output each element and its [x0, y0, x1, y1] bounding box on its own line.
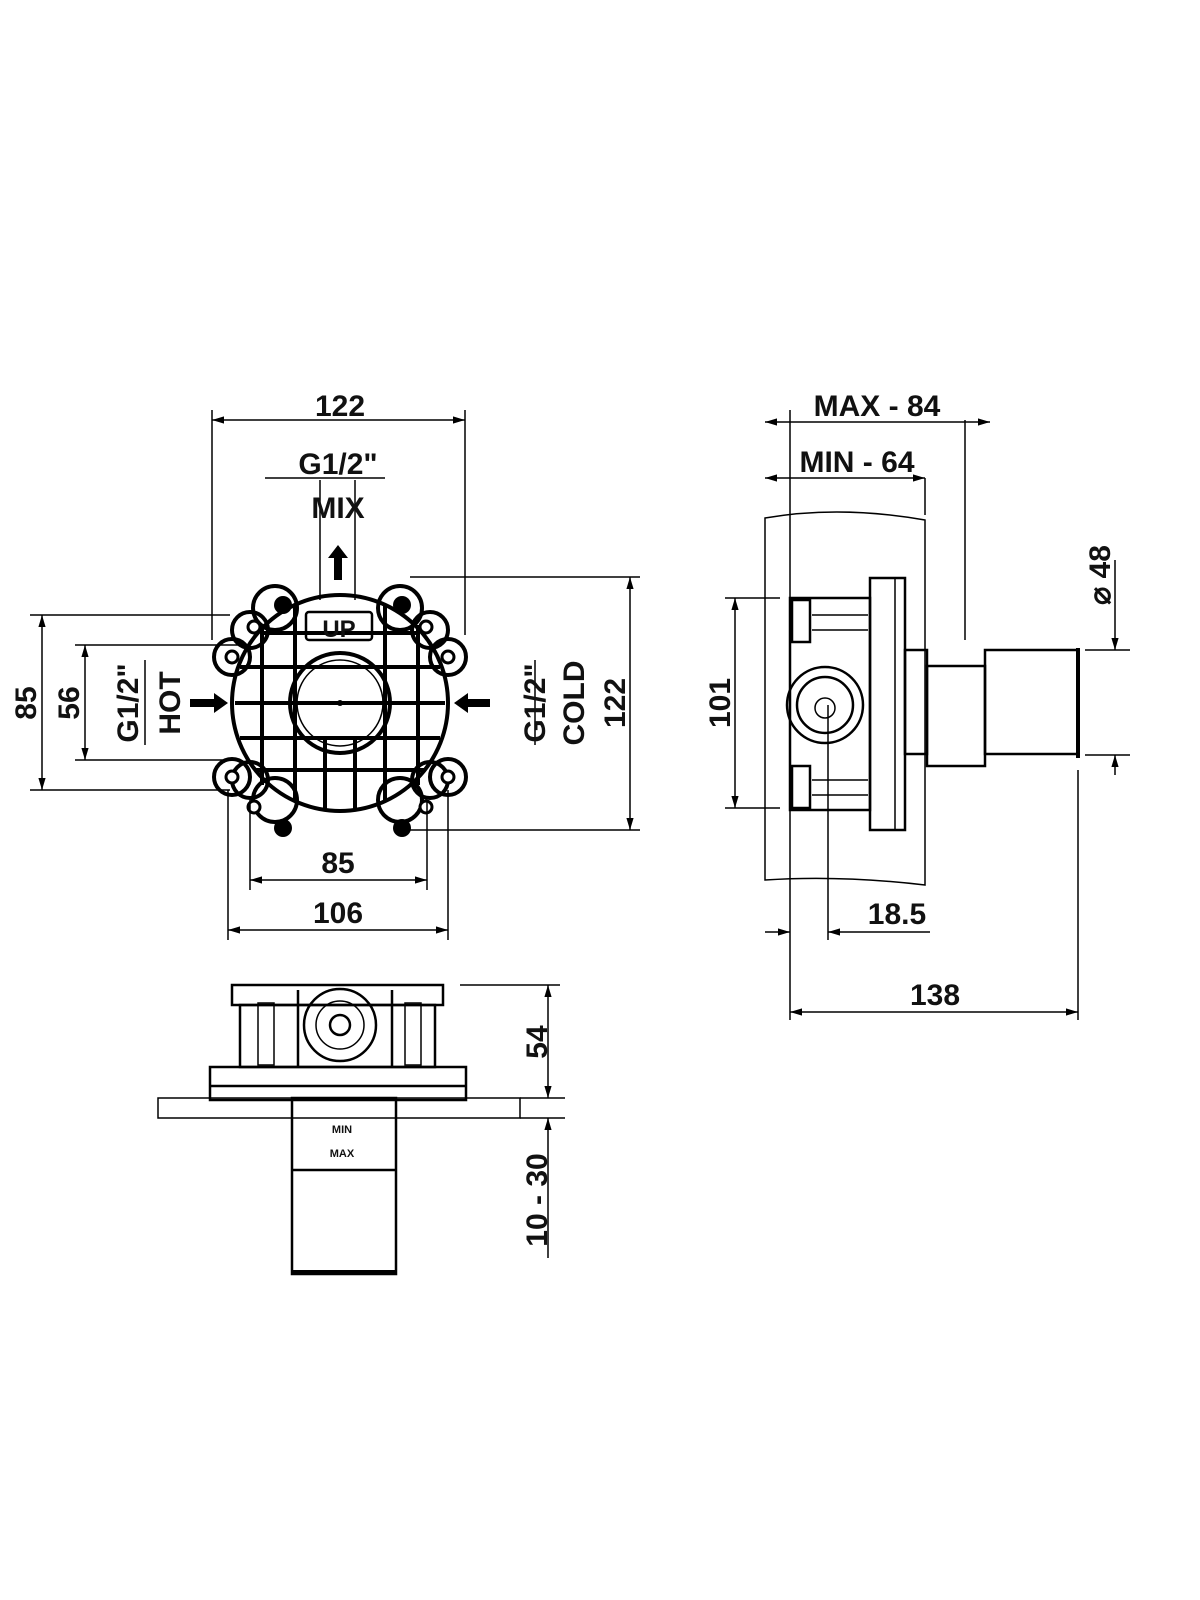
flange-holes: [274, 596, 411, 837]
total-length-label: 138: [910, 979, 960, 1012]
up-badge: [304, 610, 374, 642]
diameter-label: ⌀ 48: [1084, 545, 1117, 605]
min-depth-label: MIN - 64: [799, 446, 914, 479]
body-depth-label: 54: [521, 1025, 554, 1059]
cartridge-cover: [983, 648, 1080, 756]
cartridge-sleeve-side: [925, 664, 987, 768]
cold-label: COLD: [558, 661, 591, 746]
wall-range-label: 10 - 30: [521, 1153, 554, 1246]
cold-thread-label: G1/2": [519, 663, 552, 742]
cartridge-seat: [288, 651, 392, 755]
mounting-plate-side: [868, 576, 907, 832]
hot-arrow-icon: [190, 693, 228, 713]
side-view: MAX - 84 MIN - 64 ⌀ 48 101 18.5 138: [704, 390, 1130, 1020]
mix-label: MIX: [311, 492, 364, 525]
height-side-label: 101: [704, 678, 737, 728]
height-outer-left-label: 85: [10, 686, 43, 719]
mounting-plate: [208, 1065, 468, 1102]
max-mark-label: MAX: [330, 1148, 355, 1160]
front-view: UP 122 G1/2" MIX 85 56: [10, 390, 640, 940]
height-right-label: 122: [599, 678, 632, 728]
body-outline: [230, 593, 450, 813]
wall-section-side: [764, 511, 926, 886]
min-mark-label: MIN: [332, 1124, 352, 1136]
up-label: UP: [322, 616, 355, 643]
mix-arrow-icon: [328, 545, 348, 580]
height-inner-left-label: 56: [53, 686, 86, 719]
cold-arrow-icon: [454, 693, 490, 713]
width-bottom-outer-label: 106: [313, 897, 363, 930]
hot-thread-label: G1/2": [112, 663, 145, 742]
offset-label: 18.5: [868, 898, 926, 931]
front-dimension-lines: [30, 410, 640, 940]
hot-label: HOT: [154, 671, 187, 734]
max-depth-label: MAX - 84: [814, 390, 941, 423]
side-dimension-lines: [725, 410, 1130, 1020]
width-bottom-inner-label: 85: [321, 847, 354, 880]
bottom-view: MIN MAX 54 10 - 30: [157, 983, 565, 1276]
mix-thread-label: G1/2": [298, 448, 377, 481]
width-top-label: 122: [315, 390, 365, 423]
